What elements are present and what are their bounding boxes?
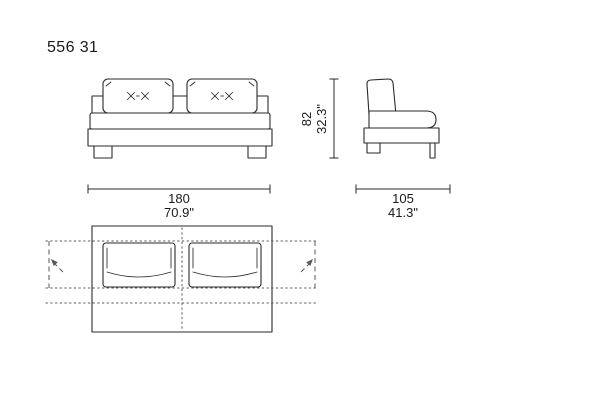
leg-front-left <box>93 145 113 159</box>
width-dimension: 180 70.9" <box>87 184 271 220</box>
side-leg-rear <box>366 142 381 154</box>
cushion-shift-arrow-right <box>300 259 313 273</box>
plan-cushion-right <box>188 242 262 288</box>
depth-cm-label: 105 <box>392 191 414 206</box>
cushion-shift-arrow-left <box>51 259 64 273</box>
arrow-left-head <box>51 259 58 266</box>
depth-inch-label: 41.3" <box>388 205 418 220</box>
depth-dimension: 105 41.3" <box>355 184 451 220</box>
stitch-marks-right-cushion <box>211 92 233 100</box>
plan-cushion-left <box>102 242 176 288</box>
arrow-right-head <box>306 259 313 266</box>
height-inch-label: 32.3" <box>314 104 329 134</box>
plan-cushion-left-roll <box>106 271 172 278</box>
stitch-marks-left-cushion <box>127 92 149 100</box>
model-number: 556 31 <box>47 39 98 56</box>
plan-cushion-left-seams <box>106 247 172 269</box>
side-seat-cushion <box>368 110 437 129</box>
arrow-right-shaft <box>300 263 310 273</box>
side-view <box>363 78 440 159</box>
cushion-crease-marks <box>105 81 255 87</box>
side-leg-front <box>429 142 436 159</box>
base-frame <box>87 128 273 147</box>
width-inch-label: 70.9" <box>164 205 194 220</box>
front-view <box>87 78 273 159</box>
height-dimension: 82 32.3" <box>299 78 339 159</box>
side-base-frame <box>363 127 440 144</box>
leg-front-right <box>247 145 267 159</box>
height-cm-label: 82 <box>299 112 314 126</box>
width-cm-label: 180 <box>168 191 190 206</box>
plan-view <box>45 225 319 333</box>
arrow-left-shaft <box>54 263 64 273</box>
seat-cushion <box>89 112 271 130</box>
plan-cushion-right-seams <box>192 247 258 269</box>
plan-cushion-right-roll <box>192 271 258 278</box>
